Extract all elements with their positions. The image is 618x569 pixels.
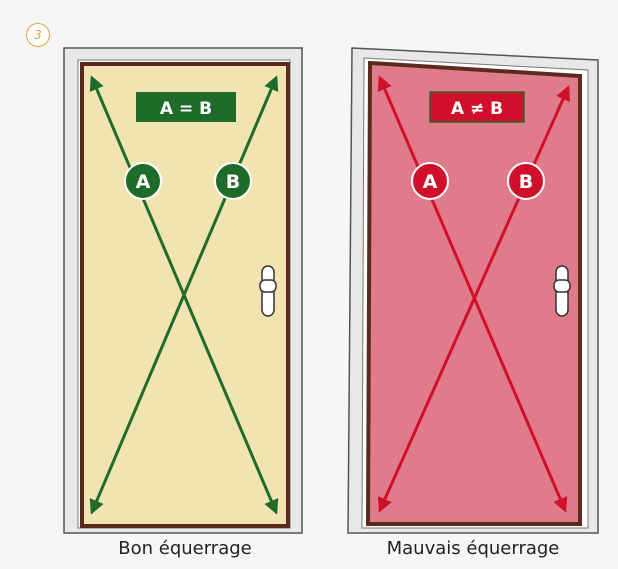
- left-caption: Bon équerrage: [60, 538, 310, 559]
- left-door-group: A = B A B: [64, 48, 302, 533]
- right-caption: Mauvais équerrage: [348, 538, 598, 559]
- left-label-a: A: [136, 171, 151, 193]
- right-equation-text: A ≠ B: [451, 99, 503, 119]
- right-label-b: B: [519, 171, 533, 193]
- left-door-handle-icon: [260, 266, 276, 316]
- left-label-b: B: [226, 171, 240, 193]
- right-door-group: A ≠ B A B: [348, 48, 598, 533]
- right-label-a: A: [423, 171, 438, 193]
- left-equation-text: A = B: [160, 99, 212, 119]
- right-door-handle-icon: [554, 266, 570, 316]
